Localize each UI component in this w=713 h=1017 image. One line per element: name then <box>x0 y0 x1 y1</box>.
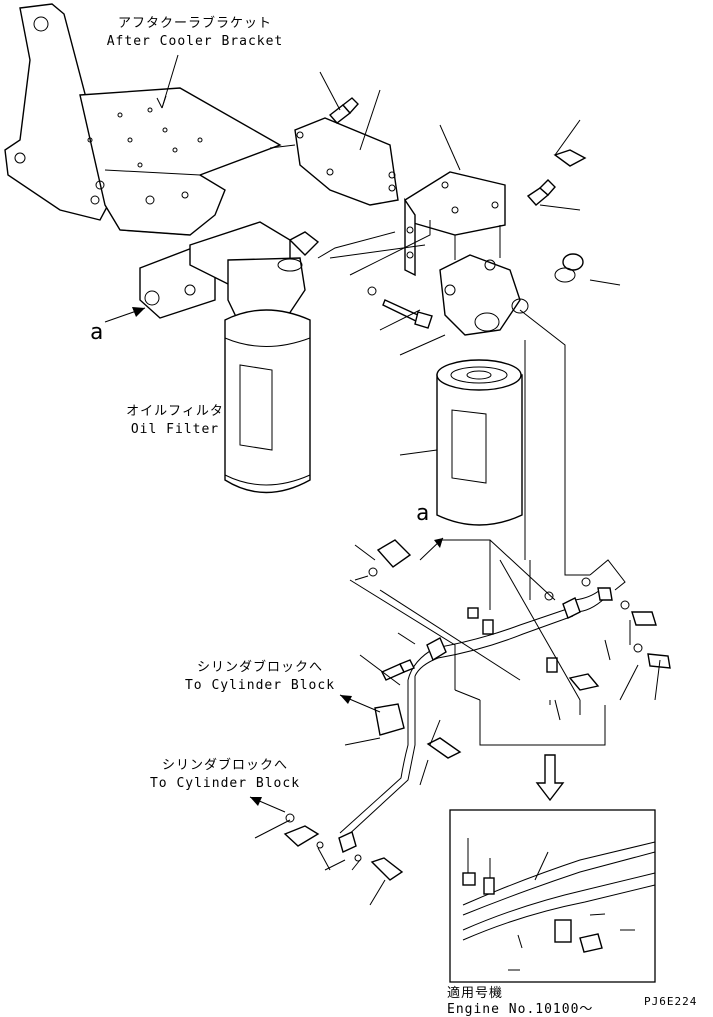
detail-arrow <box>535 754 565 802</box>
label-aftercooler-jp: アフタクーラブラケット <box>117 16 272 31</box>
pipe-fittings <box>338 577 643 853</box>
label-oilfilter-en: Oil Filter <box>130 422 220 437</box>
label-applicable-jp: 適用号機 <box>447 986 504 1001</box>
filter-head <box>439 254 529 336</box>
bolt-right-middle <box>526 179 556 206</box>
detail-box <box>449 809 656 983</box>
drawing-code: PJ6E224 <box>644 995 698 1008</box>
label-aftercooler-en: After Cooler Bracket <box>106 34 284 49</box>
leader-lines <box>254 89 661 906</box>
long-bolt <box>382 299 433 329</box>
connecting-bracket <box>294 117 399 206</box>
adapter-fitting <box>368 539 412 577</box>
label-view-a-left: a <box>90 320 104 345</box>
label-view-a-right: a <box>416 501 430 526</box>
label-tocyl1-jp: シリンダブロックへ <box>196 660 323 675</box>
bolt-right-upper <box>553 149 587 167</box>
oil-filter-left <box>139 221 320 494</box>
label-tocyl2-jp: シリンダブロックへ <box>161 758 288 773</box>
oil-filter-right <box>436 359 523 526</box>
aftercooler-bracket <box>4 3 282 236</box>
label-tocyl1-en: To Cylinder Block <box>184 678 336 693</box>
plug <box>554 253 584 283</box>
label-oilfilter-jp: オイルフィルタ <box>126 404 224 419</box>
label-tocyl2-en: To Cylinder Block <box>149 776 301 791</box>
pipe-bolts <box>283 611 671 881</box>
label-applicable-en: Engine No.10100～ <box>447 1002 594 1017</box>
filter-head-bracket <box>404 171 506 277</box>
bolt-top <box>328 97 359 124</box>
